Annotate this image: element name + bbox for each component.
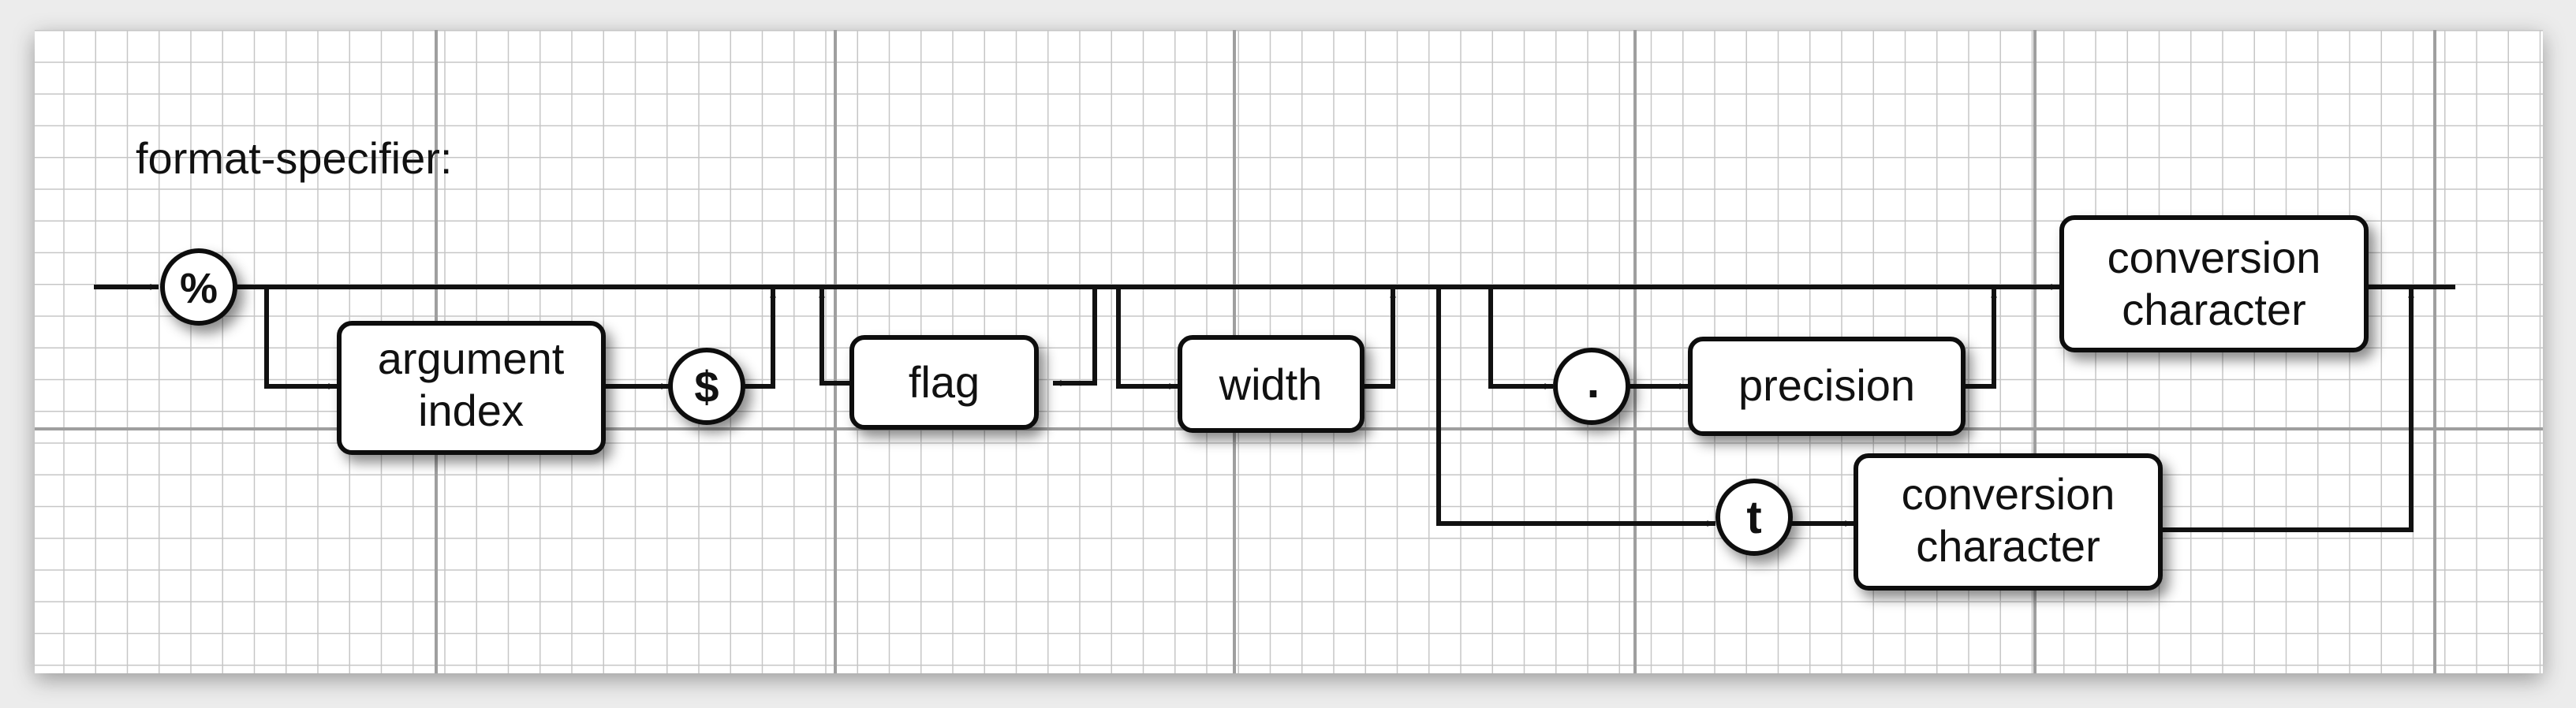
dollar-label: $ [694,362,719,412]
argument-index-label-line2: index [418,386,524,435]
conversion-character-bottom-line2: character [1916,521,2100,571]
conversion-character-top-line2: character [2122,285,2305,334]
width-box: width [1178,335,1365,433]
precision-return [1962,289,1997,389]
precision-label: precision [1738,360,1915,410]
flag-box: flag [849,335,1039,430]
conversion-character-bottom-box: conversion character [1854,453,2163,591]
precision-box: precision [1688,337,1966,436]
percent-node: % [160,248,237,326]
branch-to-t [1436,285,1715,527]
branch-to-width [1116,285,1178,389]
conversion-character-top-box: conversion character [2059,215,2369,352]
width-return [1361,289,1396,389]
connectors [94,284,2455,532]
conversion-character-top-line1: conversion [2107,233,2321,282]
argument-index-label-line1: argument [378,334,565,383]
conversion-character-bottom-line1: conversion [1902,469,2115,519]
diagram-title: format-specifier: [136,133,452,183]
percent-label: % [180,265,218,312]
t-label: t [1746,492,1761,543]
t-branch-return [2160,289,2414,532]
flag-entry [1053,285,1097,386]
t-node: t [1715,479,1793,556]
branch-to-dot [1488,285,1553,389]
dollar-node: $ [668,348,745,425]
dollar-return [740,289,776,389]
dot-label: . [1587,355,1600,408]
argument-index-box: argument index [337,321,606,455]
flag-repeat [819,289,853,386]
width-label: width [1219,360,1323,409]
dot-node: . [1553,348,1630,425]
flag-label: flag [909,357,980,407]
branch-to-argument-index [264,285,337,389]
